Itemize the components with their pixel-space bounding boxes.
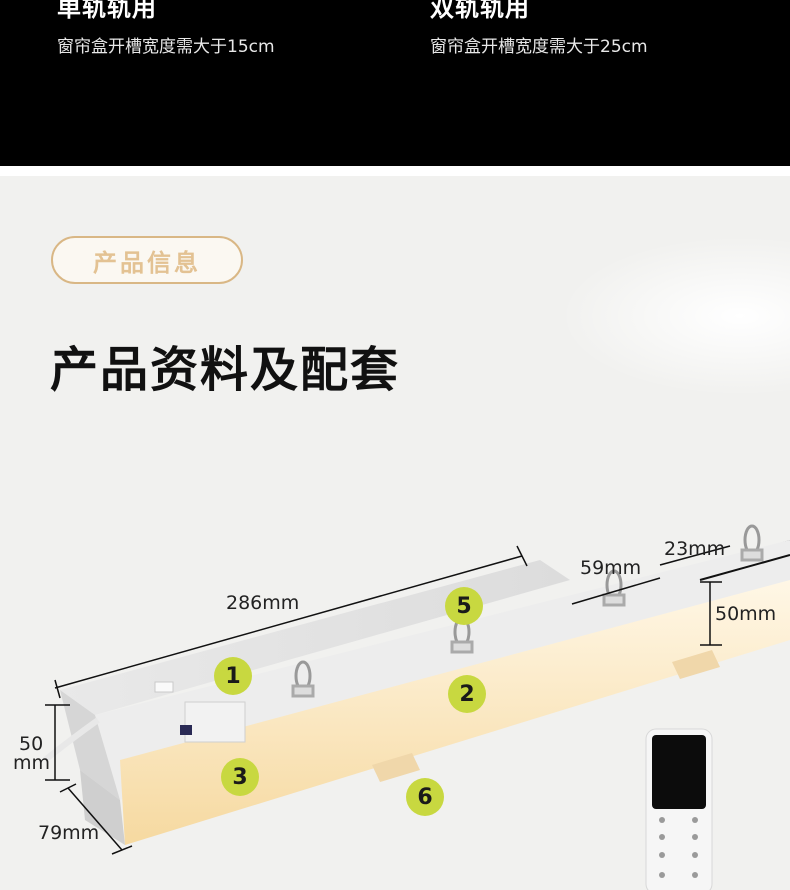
- motor-top-face: [60, 560, 570, 715]
- mount-bracket-1: [372, 753, 420, 782]
- double-track-desc: 窗帘盒开槽宽度需大于25cm: [430, 37, 648, 57]
- badge-motor: 1: [214, 657, 252, 695]
- badge-hook: 5: [445, 587, 483, 625]
- track-width-label: 59mm: [580, 557, 642, 579]
- height-value-label: 50: [19, 733, 44, 755]
- badge-control-box: 3: [221, 758, 259, 796]
- length-label: 286mm: [226, 592, 300, 614]
- track-height-label: 50mm: [715, 603, 777, 625]
- main-track-glow: [120, 580, 790, 845]
- single-track-title: 单轨轨用: [57, 0, 157, 22]
- control-box: [184, 701, 246, 743]
- switch: [180, 725, 192, 735]
- motor-track-illustration: [43, 524, 790, 855]
- track-gap-dim-line: [659, 545, 731, 566]
- hook-3: [602, 569, 626, 607]
- remote-screen: [652, 735, 706, 809]
- length-dim-line: [54, 555, 523, 689]
- hook-4: [740, 524, 764, 562]
- label-sticker: [154, 681, 174, 693]
- badge-bracket: 6: [406, 778, 444, 816]
- product-info-pill: 产品信息: [51, 236, 243, 284]
- section-title: 产品资料及配套: [50, 342, 401, 398]
- track-width-dim-line: [571, 577, 661, 605]
- top-banner: 单轨轨用 窗帘盒开槽宽度需大于15cm 双轨轨用 窗帘盒开槽宽度需大于25cm: [0, 0, 790, 166]
- power-cable: [43, 717, 100, 763]
- end-cap-side: [60, 690, 120, 800]
- end-cap-front: [80, 770, 125, 845]
- remote-control: [645, 728, 713, 890]
- section-divider: [0, 166, 790, 176]
- mount-bracket-2: [672, 650, 720, 679]
- hook-1: [291, 660, 315, 698]
- product-info-pill-label: 产品信息: [93, 248, 201, 277]
- track-gap-label: 23mm: [664, 538, 726, 560]
- height-unit-label: mm: [13, 752, 51, 774]
- depth-dim-line: [67, 787, 123, 851]
- single-track-desc: 窗帘盒开槽宽度需大于15cm: [57, 37, 275, 57]
- badge-track: 2: [448, 675, 486, 713]
- depth-label: 79mm: [38, 822, 100, 844]
- double-track-title: 双轨轨用: [430, 0, 530, 22]
